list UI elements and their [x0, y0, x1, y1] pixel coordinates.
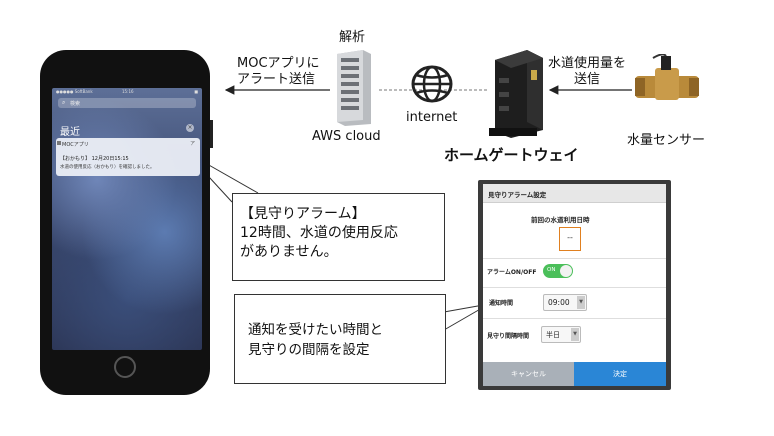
- divider: [483, 258, 666, 259]
- callout-alarm-line1: 【見守りアラーム】: [240, 206, 366, 222]
- notify-time-value: 09:00: [548, 298, 570, 307]
- callout-settings-box: [234, 294, 446, 384]
- callout-settings-line2: 見守りの間隔を設定: [248, 342, 370, 358]
- moc-app-label-line2: アラート送信: [237, 72, 316, 87]
- alarm-toggle-knob[interactable]: [560, 265, 572, 277]
- status-carrier: ●●●●● SoftBank: [56, 89, 93, 94]
- aws-cloud-label: AWS cloud: [312, 129, 381, 144]
- callout-alarm-line3: がありません。: [240, 244, 338, 260]
- divider: [483, 318, 666, 319]
- recent-label: 最近: [60, 127, 80, 138]
- notification-card[interactable]: [56, 138, 200, 176]
- close-icon[interactable]: ×: [186, 124, 194, 132]
- alarm-toggle-label: アラームON/OFF: [487, 269, 537, 276]
- callout-alarm-box: [232, 193, 445, 281]
- interval-value: 半日: [546, 331, 560, 339]
- last-use-label: 前回の水道利用日時: [531, 216, 590, 224]
- internet-label: internet: [406, 110, 458, 125]
- notification-title: 【おかもり】 12月20日15:15: [60, 156, 129, 162]
- home-button[interactable]: [114, 356, 136, 378]
- phone-screen: [52, 88, 202, 350]
- notification-body: 水道の使用反応（おかもり）を確認しました。: [60, 165, 155, 170]
- water-usage-label-line1: 水道使用量を: [548, 56, 627, 71]
- home-gateway-label: ホームゲートウェイ: [444, 146, 579, 164]
- water-usage-label-line2: 送信: [574, 72, 601, 87]
- divider: [483, 287, 666, 288]
- interval-label: 見守り間隔時間: [487, 333, 530, 340]
- water-sensor-icon: [635, 54, 699, 100]
- moc-app-label-line1: MOCアプリに: [237, 56, 320, 71]
- notification-app-name: MOCアプリ: [62, 142, 89, 148]
- search-icon: ⌕: [62, 99, 66, 106]
- search-placeholder: 検索: [70, 101, 81, 107]
- notify-time-select[interactable]: [543, 294, 587, 311]
- settings-title: 見守りアラーム設定: [488, 191, 547, 199]
- last-use-value: --: [567, 233, 573, 242]
- last-use-display: [559, 227, 581, 251]
- home-gateway-icon: [489, 50, 543, 138]
- app-icon: [57, 141, 61, 145]
- server-icon: [337, 50, 371, 126]
- confirm-button[interactable]: 決定: [574, 362, 666, 386]
- callout-settings-line1: 通知を受けたい時間と: [248, 322, 383, 338]
- chevron-down-icon[interactable]: ▼: [571, 328, 579, 341]
- phone-side-button: [210, 120, 213, 148]
- callout-alarm-text: 【見守りアラーム】 12時間、水道の使用反応 がありません。: [240, 205, 398, 262]
- analysis-label: 解析: [339, 30, 366, 45]
- notify-time-label: 通知時間: [489, 300, 514, 307]
- chevron-down-icon[interactable]: ▼: [577, 296, 585, 309]
- callout-settings-text: 通知を受けたい時間と 見守りの間隔を設定: [248, 320, 383, 360]
- settings-header: [483, 184, 666, 203]
- notification-action[interactable]: ア: [190, 141, 196, 147]
- water-sensor-label: 水量センサー: [627, 133, 706, 148]
- search-input[interactable]: ⌕ 検索: [58, 98, 196, 108]
- globe-icon: [411, 65, 453, 103]
- callout-alarm-line2: 12時間、水道の使用反応: [240, 225, 398, 241]
- cancel-button[interactable]: キャンセル: [483, 362, 574, 386]
- settings-panel: [483, 184, 666, 386]
- status-time: 15:16: [122, 89, 134, 94]
- battery-icon: ■: [194, 89, 198, 94]
- status-bar: ●●●●● SoftBank 15:16 ■: [52, 88, 202, 96]
- alarm-toggle-state: ON: [547, 267, 556, 273]
